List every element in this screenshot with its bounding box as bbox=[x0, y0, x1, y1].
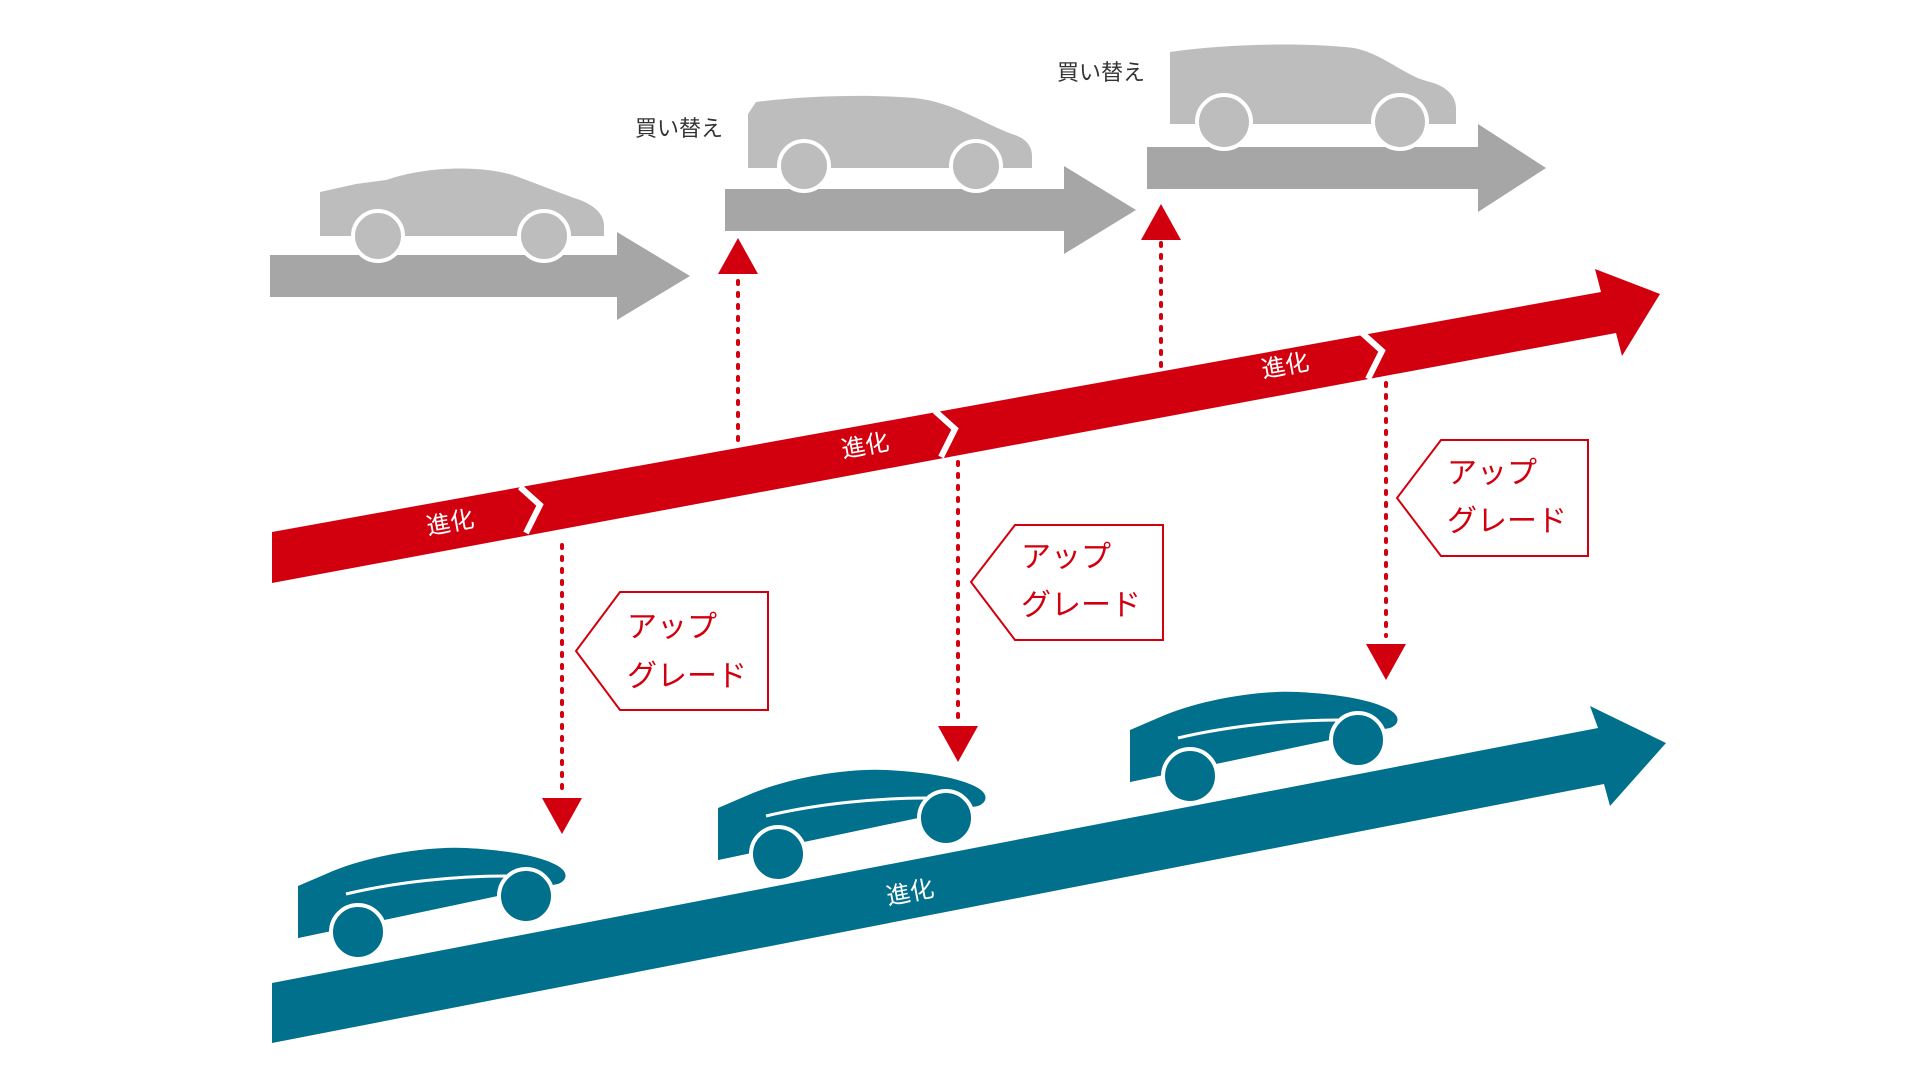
red-chevron-1 bbox=[517, 484, 544, 535]
red-evolution-arrow bbox=[272, 269, 1660, 583]
upgrade-callout-3: アップ グレード bbox=[1395, 439, 1589, 557]
gray-car-3 bbox=[1168, 42, 1458, 151]
upgrade-callout-3-line1: アップ bbox=[1447, 456, 1537, 491]
gray-arrow-3 bbox=[1147, 124, 1546, 212]
upgrade-callout-1-line1: アップ bbox=[627, 610, 717, 645]
upgrade-callout-1: アップ グレード bbox=[574, 591, 769, 711]
upgrade-callout-2-line1: アップ bbox=[1021, 540, 1111, 575]
replace-label-2: 買い替え bbox=[1057, 61, 1145, 86]
upgrade-callout-3-line2: グレード bbox=[1447, 504, 1567, 539]
upgrade-callout-2-line2: グレード bbox=[1021, 588, 1141, 623]
red-chevron-3 bbox=[1359, 330, 1386, 381]
gray-arrow-1 bbox=[270, 232, 690, 320]
down-arrowhead-3 bbox=[1366, 644, 1406, 680]
down-arrowhead-2 bbox=[938, 726, 978, 762]
teal-evolution-arrow bbox=[272, 706, 1666, 1043]
down-arrowhead-1 bbox=[542, 798, 582, 834]
gray-car-2 bbox=[746, 93, 1034, 193]
up-arrowhead-1 bbox=[718, 238, 758, 274]
upgrade-callout-2: アップ グレード bbox=[969, 524, 1164, 641]
up-arrowhead-2 bbox=[1141, 204, 1181, 240]
red-chevron-2 bbox=[932, 408, 959, 459]
replace-label-1: 買い替え bbox=[635, 117, 723, 142]
upgrade-callout-1-line2: グレード bbox=[627, 659, 747, 694]
gray-arrow-2 bbox=[725, 166, 1136, 254]
gray-car-1 bbox=[318, 166, 606, 263]
